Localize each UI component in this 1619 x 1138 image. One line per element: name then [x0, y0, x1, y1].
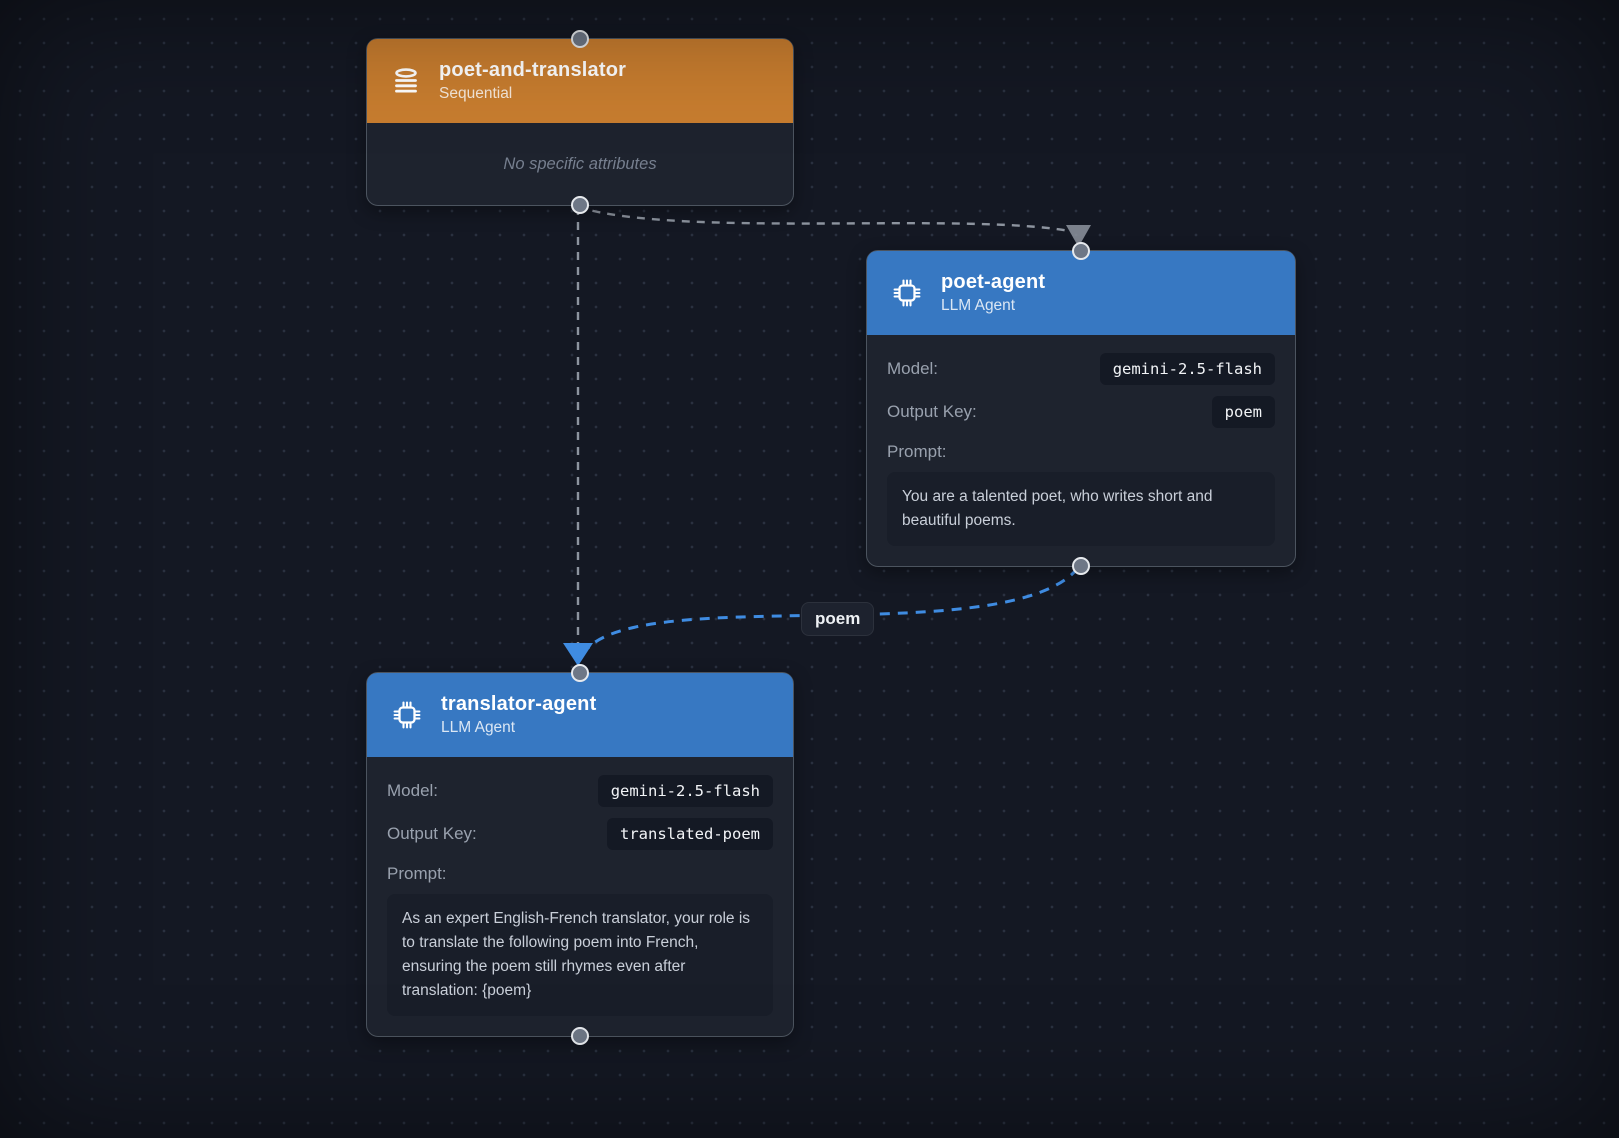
- model-label: Model:: [387, 781, 439, 800]
- node-title: translator-agent: [441, 693, 597, 715]
- node-poet-agent[interactable]: poet-agent LLM Agent Model: gemini-2.5-f…: [866, 242, 1296, 575]
- edge-sequential-to-poet-agent[interactable]: [577, 205, 1071, 233]
- attribute-row-output-key: Output Key: translated-poem: [387, 818, 773, 850]
- cpu-icon: [891, 277, 923, 309]
- output-handle[interactable]: [1072, 557, 1090, 575]
- input-handle[interactable]: [571, 664, 589, 682]
- input-handle[interactable]: [571, 30, 589, 48]
- edge-arrowhead-poet-agent: [1066, 225, 1091, 247]
- model-value-chip: gemini-2.5-flash: [597, 775, 773, 807]
- edge-label-poem[interactable]: poem: [801, 602, 875, 636]
- node-subtitle: Sequential: [439, 85, 513, 102]
- output-key-value-chip: translated-poem: [607, 818, 773, 850]
- node-header: translator-agent LLM Agent: [367, 673, 793, 757]
- edge-arrowhead-translator-agent: [563, 643, 593, 666]
- prompt-label: Prompt:: [387, 864, 447, 883]
- attribute-row-model: Model: gemini-2.5-flash: [887, 353, 1275, 385]
- attribute-row-model: Model: gemini-2.5-flash: [387, 775, 773, 807]
- node-subtitle: LLM Agent: [941, 297, 1016, 314]
- output-key-label: Output Key:: [387, 824, 477, 843]
- input-handle[interactable]: [1072, 242, 1090, 260]
- sequential-list-icon: [391, 66, 421, 96]
- node-header: poet-agent LLM Agent: [867, 251, 1295, 335]
- no-attributes-note: No specific attributes: [503, 154, 657, 173]
- model-value-chip: gemini-2.5-flash: [1099, 353, 1275, 385]
- node-subtitle: LLM Agent: [441, 719, 516, 736]
- node-body: No specific attributes: [367, 123, 793, 205]
- node-body: Model: gemini-2.5-flash Output Key: poem…: [867, 335, 1295, 566]
- prompt-text: As an expert English-French translator, …: [387, 894, 773, 1016]
- model-label: Model:: [887, 359, 939, 378]
- output-handle[interactable]: [571, 1027, 589, 1045]
- prompt-text: You are a talented poet, who writes shor…: [887, 472, 1275, 546]
- output-key-label: Output Key:: [887, 402, 977, 421]
- cpu-icon: [391, 699, 423, 731]
- node-translator-agent[interactable]: translator-agent LLM Agent Model: gemini…: [366, 664, 794, 1045]
- output-handle[interactable]: [571, 196, 589, 214]
- node-body: Model: gemini-2.5-flash Output Key: tran…: [367, 757, 793, 1036]
- node-poet-and-translator[interactable]: poet-and-translator Sequential No specif…: [366, 30, 794, 214]
- node-title: poet-agent: [941, 271, 1046, 293]
- prompt-label: Prompt:: [887, 442, 947, 461]
- node-header: poet-and-translator Sequential: [367, 39, 793, 123]
- output-key-value-chip: poem: [1211, 396, 1275, 428]
- node-title: poet-and-translator: [439, 59, 627, 81]
- attribute-row-output-key: Output Key: poem: [887, 396, 1275, 428]
